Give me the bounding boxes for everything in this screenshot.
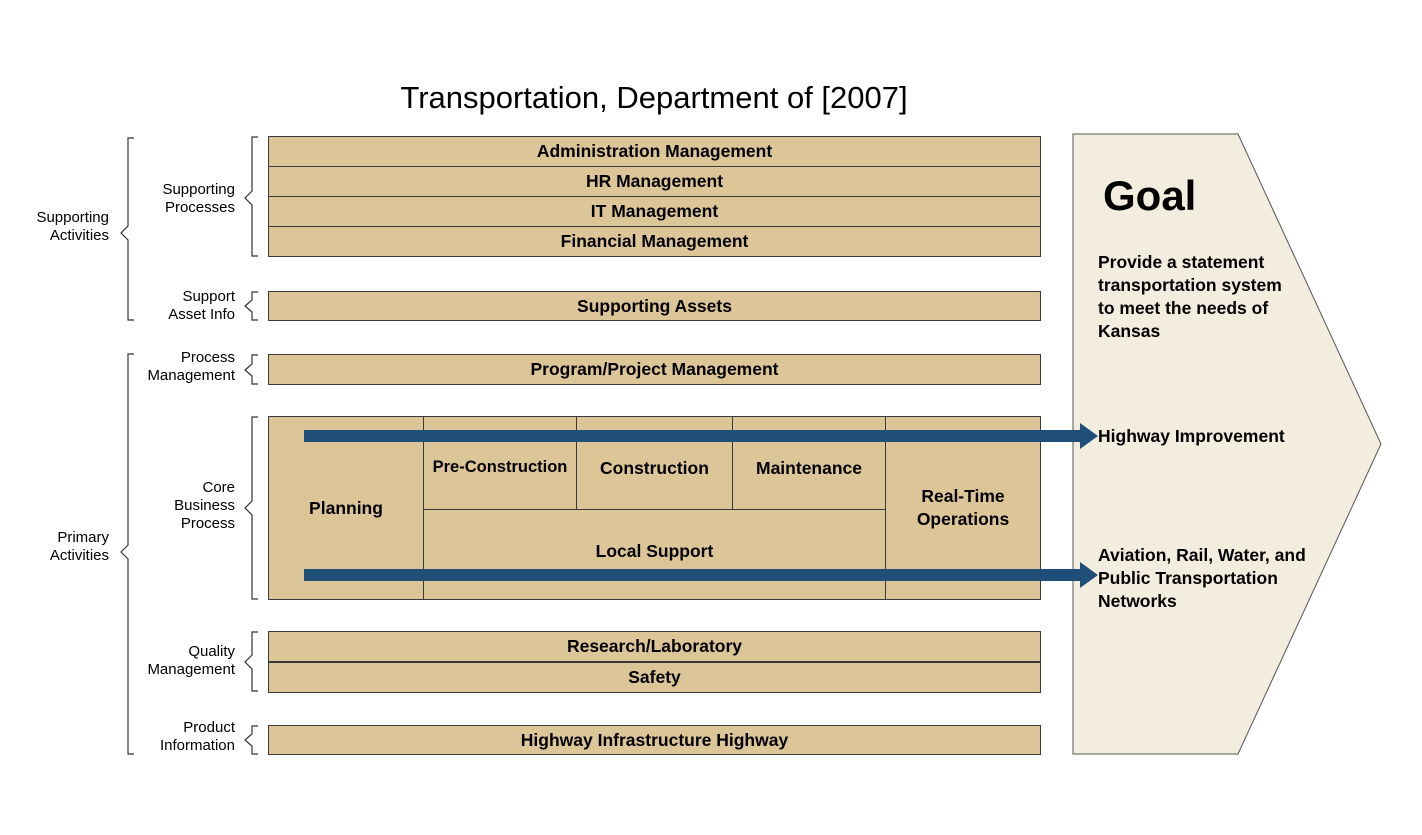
box-hr-management: HR Management — [268, 166, 1041, 197]
label-primary-activities: Primary Activities — [49, 529, 109, 564]
label-supporting-activities: Supporting Activities — [36, 209, 109, 244]
arrow-aviation-rail — [304, 562, 1098, 588]
goal-statement: Provide a statement transportation syste… — [1098, 252, 1282, 341]
box-local-support: Local Support — [423, 509, 886, 600]
box-supporting-assets: Supporting Assets — [268, 291, 1041, 321]
label-quality-management: Quality Management — [147, 643, 235, 678]
arrow-highway-improvement — [304, 423, 1098, 449]
page-title: Transportation, Department of [2007] — [400, 80, 908, 115]
box-program-project-management: Program/Project Management — [268, 354, 1041, 385]
label-supporting-processes: Supporting Processes — [162, 181, 235, 216]
box-it-management: IT Management — [268, 196, 1041, 227]
label-product-information: Product Information — [159, 719, 235, 754]
label-support-asset-info: Support Asset Info — [168, 288, 235, 323]
goal-outcome-aviation-rail: Aviation, Rail, Water, and Public Transp… — [1098, 545, 1306, 611]
goal-outcome-highway-improvement: Highway Improvement — [1098, 426, 1285, 446]
label-process-management: Process Management — [147, 349, 235, 384]
box-financial-management: Financial Management — [268, 226, 1041, 257]
box-research-laboratory: Research/Laboratory — [268, 631, 1041, 662]
box-safety: Safety — [268, 662, 1041, 693]
label-core-business-process: Core Business Process — [174, 479, 235, 532]
box-highway-infrastructure: Highway Infrastructure Highway — [268, 725, 1041, 755]
goal-title: Goal — [1103, 172, 1197, 219]
